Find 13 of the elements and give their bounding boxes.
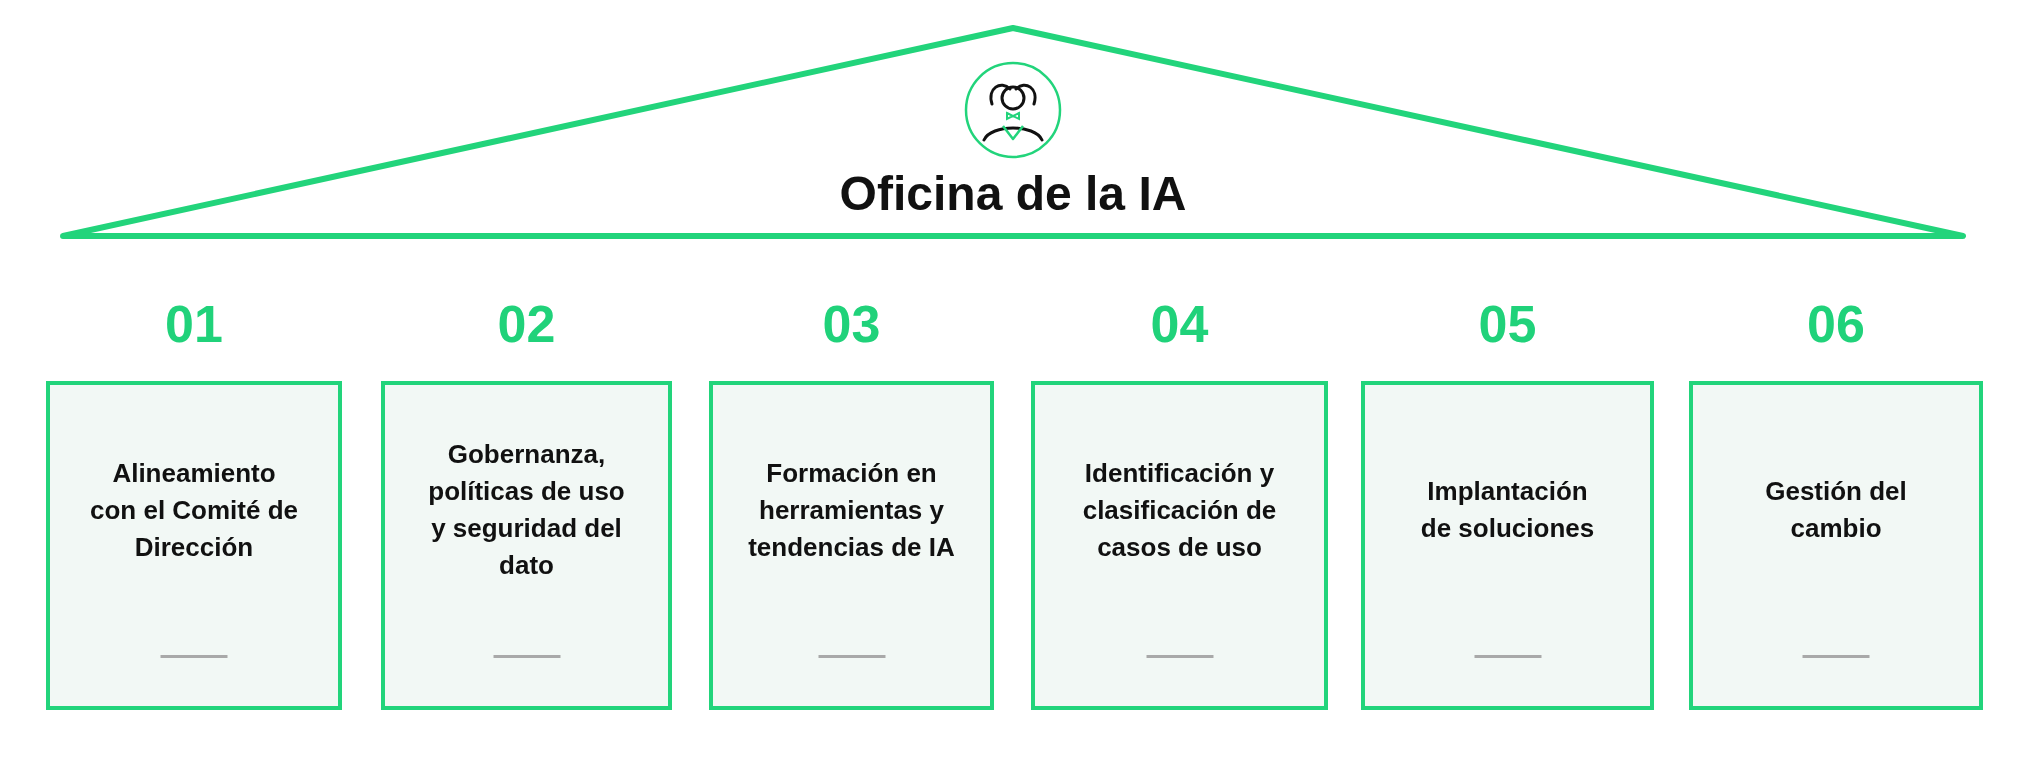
pillar-label: Gobernanza, políticas de uso y seguridad del dato [427,438,626,582]
step-number: 04 [1150,298,1209,350]
pillar-label: Identificación y clasificación de casos de uso [1081,456,1278,564]
roof-title: Oficina de la IA [839,168,1187,221]
pillar-label: Gestión del cambio [1764,475,1908,545]
step-number: 03 [822,298,881,350]
step-number: 01 [165,298,223,350]
pillar-label: Alineamiento con el Comité de Dirección [88,456,299,564]
step-number: 02 [497,298,556,350]
pillar-label: Implantación de soluciones [1419,475,1596,545]
step-number: 06 [1807,298,1865,350]
step-number: 05 [1478,298,1537,350]
pillar-label: Formación en herramientas y tendencias de IA [747,456,956,564]
